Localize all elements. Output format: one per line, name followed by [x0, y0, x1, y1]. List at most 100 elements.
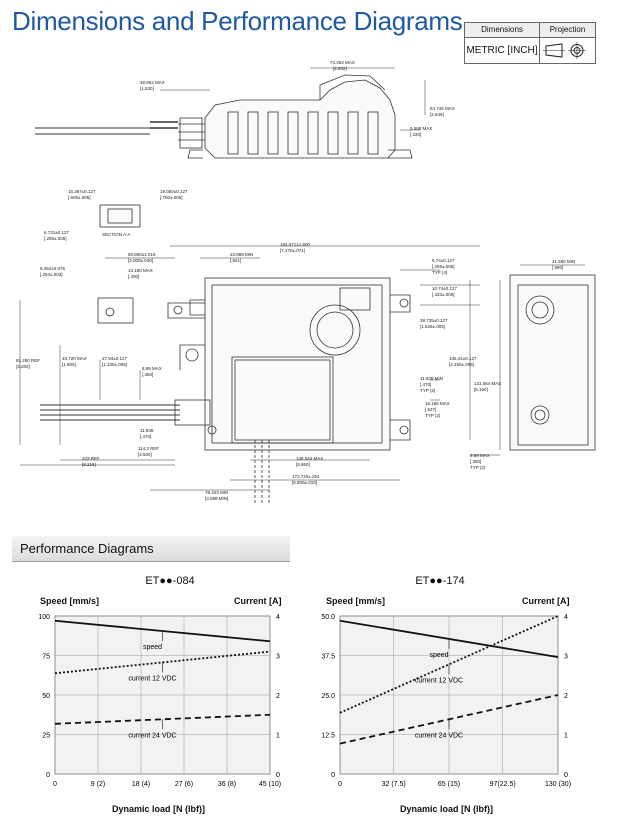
dim-label: 74.463 MAX — [330, 60, 355, 65]
dim-label: [1.525±.005] — [420, 324, 445, 329]
dim-label: [.220] — [410, 132, 421, 137]
x-tick-label: 45 (10) — [259, 781, 281, 788]
y-tick-label: 0 — [46, 772, 50, 779]
dim-label: [8.215] — [82, 462, 96, 467]
dim-label: 6.452±0.076 — [40, 266, 65, 271]
dim-label: [1.800] — [62, 362, 76, 367]
y-tick-label: 25.0 — [321, 693, 335, 700]
y-right-tick-label: 0 — [564, 772, 568, 779]
dim-label: [.423±.005] — [432, 292, 455, 297]
dim-label: [5.860] — [296, 462, 310, 467]
x-tick-label: 32 (7.5) — [382, 781, 406, 788]
series-label: current 12 VDC — [415, 677, 463, 684]
dim-label: [6.800±.010] — [292, 480, 317, 485]
x-tick-label: 36 (8) — [218, 781, 236, 788]
dim-label: 45.720 MAX — [62, 356, 87, 361]
dim-label: 19.050±0.127 — [160, 189, 188, 194]
dim-label: [2.000±.040] — [128, 258, 153, 263]
dim-label: TYP (2) — [470, 465, 486, 470]
dim-label: [4.150±.005] — [449, 362, 474, 367]
y-tick-label: 25 — [42, 733, 50, 740]
y-tick-label: 12.5 — [321, 733, 335, 740]
dim-label: 11.938 MIN — [420, 376, 443, 381]
series-line-current-24-vdc — [339, 694, 559, 745]
dim-label: [.265±.005] — [432, 264, 455, 269]
dim-label: [1.100±.005] — [102, 362, 127, 367]
y-right-tick-label: 4 — [276, 614, 280, 621]
dim-label: [3.200] — [16, 364, 30, 369]
dim-label: 6.731±0.127 — [44, 230, 69, 235]
y-right-tick-label: 4 — [564, 614, 568, 621]
dim-label: [.254±.003] — [40, 272, 63, 277]
chart1-xlabel: Dynamic load [N (lbf)] — [112, 804, 206, 814]
projection-units: METRIC [INCH] — [465, 38, 540, 63]
dim-label: 15.367±0.127 — [68, 189, 96, 194]
chart2-ylabel-left: Speed [mm/s] — [326, 596, 386, 606]
series-label: current 12 VDC — [128, 675, 176, 682]
dim-label: [4.500] — [138, 452, 152, 457]
performance-heading: Performance Diagrams — [12, 536, 290, 562]
x-tick-label: 0 — [338, 781, 342, 788]
chart1-ylabel-right: Current [A] — [234, 596, 282, 606]
series-label: current 24 VDC — [128, 732, 176, 739]
x-tick-label: 65 (15) — [438, 781, 460, 788]
third-angle-projection-icon — [540, 38, 595, 63]
dim-label: [.470] — [420, 382, 431, 387]
dim-label: 114.3 REF — [138, 446, 159, 451]
dim-label: TYP (2) — [425, 413, 441, 418]
dim-label: 11.938 — [140, 428, 154, 433]
dim-label: 184.671±1.800 — [280, 242, 310, 247]
x-tick-label: 27 (6) — [175, 781, 193, 788]
dim-label: [.880] — [552, 265, 563, 270]
series-label: speed — [143, 644, 162, 651]
series-line-current-24-vdc — [54, 713, 271, 725]
chart2-xlabel: Dynamic load [N (lbf)] — [400, 804, 494, 814]
dim-label: [2.549] — [430, 112, 444, 117]
x-tick-label: 130 (30) — [545, 781, 571, 788]
x-tick-label: 18 (4) — [132, 781, 150, 788]
dim-label: TYP (4) — [432, 270, 448, 275]
dim-label: 148.844 MAX — [296, 456, 323, 461]
chart2-title: ET●●-174 — [415, 575, 465, 587]
y-tick-label: 75 — [42, 654, 50, 661]
x-tick-label: 97(22.5) — [490, 781, 516, 788]
dim-label: [.350] — [470, 459, 481, 464]
projection-col-dimensions: Dimensions — [465, 23, 540, 38]
y-right-tick-label: 2 — [564, 693, 568, 700]
y-right-tick-label: 0 — [276, 772, 280, 779]
y-tick-label: 100 — [38, 614, 50, 621]
dim-label: [.605±.005] — [68, 195, 91, 200]
dim-label: 8.89 MAX — [142, 366, 162, 371]
dim-label: 10.160 MAX — [128, 268, 153, 273]
chart1-title: ET●●-084 — [145, 575, 195, 587]
series-label: speed — [429, 652, 448, 659]
page-title: Dimensions and Performance Diagrams — [12, 6, 463, 36]
dim-label: SECTION A-A — [102, 232, 131, 237]
dim-label: [7.270±.071] — [280, 248, 305, 253]
dim-label: [3.088 MIN] — [205, 496, 228, 501]
dim-label: [.941] — [230, 258, 241, 263]
series-line-speed — [339, 619, 559, 658]
y-right-tick-label: 1 — [276, 733, 280, 740]
dim-label: 5.588 MAX — [410, 126, 432, 131]
dim-label: [.470] — [140, 434, 151, 439]
dim-label: [5.160] — [474, 387, 488, 392]
dim-label: [.400] — [128, 274, 139, 279]
chart2-plot: 0 32 (7.5) 65 (15) 97(22.5) 130 (30) 0 12.5 25.… — [321, 614, 571, 788]
dim-label: 8.89 MAX — [470, 453, 490, 458]
dim-label: 27.94±0.127 — [102, 356, 127, 361]
dim-label: 16.186 MAX — [425, 401, 450, 406]
y-tick-label: 50 — [42, 693, 50, 700]
dim-label: [1.530] — [140, 86, 154, 91]
series-line-current-12-vdc — [54, 650, 271, 675]
dim-label: 172.720±.254 — [292, 474, 320, 479]
dim-label: [2.932] — [333, 66, 347, 71]
chart2-ylabel-right: Current [A] — [522, 596, 570, 606]
dim-label: 203 REF — [82, 456, 100, 461]
dim-label: 38.735±0.127 — [420, 318, 448, 323]
dim-label: 50.800±1.016 — [128, 252, 156, 257]
series-line-speed — [54, 619, 271, 643]
dim-label: TYP (2) — [420, 388, 436, 393]
y-right-tick-label: 2 — [276, 693, 280, 700]
